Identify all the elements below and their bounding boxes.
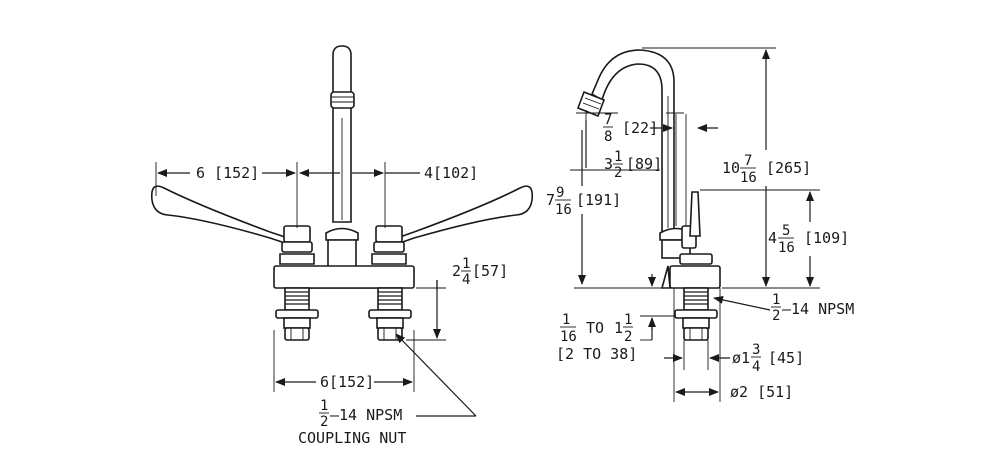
lever-height-num: 5	[782, 223, 790, 239]
front-deck-plate	[273, 265, 415, 289]
lever-height-metric: [109]	[804, 229, 849, 247]
shank-height-num: 1	[462, 256, 470, 272]
dim-overall-height: 10 7 16 [265]	[642, 47, 811, 287]
deck-thickness-whole-b: 1	[614, 319, 623, 337]
dim-deck-thickness: 1 16 TO 1 1 2 [2 TO 38]	[556, 274, 676, 363]
dim-diameter-shank: ø1 3 4 [45]	[664, 340, 804, 375]
spout-height-whole: 3	[604, 155, 613, 173]
side-body	[659, 191, 721, 289]
deck-thickness-den-b: 2	[624, 329, 632, 345]
side-npsm-num: 1	[772, 292, 780, 308]
total-height-den: 16	[555, 202, 572, 218]
handle-span-label: 6 [152]	[196, 164, 259, 182]
side-gooseneck-spout	[576, 49, 675, 233]
side-npsm-den: 2	[772, 308, 780, 324]
reach-den: 8	[604, 129, 612, 145]
total-height-num: 9	[556, 185, 564, 201]
centers-label: 6[152]	[320, 373, 374, 391]
coupling-nut-num: 1	[320, 398, 328, 414]
dim-spout-height: 3 1 2 [89]	[570, 110, 687, 226]
dim-diameter-base: ø2 [51]	[673, 288, 793, 402]
dim-centers: 6[152]	[273, 330, 415, 392]
side-npsm-thread: –14 NPSM	[782, 300, 854, 318]
deck-thickness-metric: [2 TO 38]	[556, 345, 637, 363]
dim-lever-height: 4 5 16 [109]	[700, 189, 849, 289]
spout-height-metric: [89]	[626, 155, 662, 173]
front-right-handle	[371, 185, 534, 265]
overall-height-num: 7	[744, 153, 752, 169]
callout-side-npsm: 1 2 –14 NPSM	[713, 292, 854, 324]
reach-metric: [22]	[622, 119, 658, 137]
overall-height-whole: 10	[722, 159, 740, 177]
shank-height-metric: [57]	[472, 262, 508, 280]
dim-shank-height: 2 1 4 [57]	[406, 256, 508, 341]
front-right-shank	[368, 287, 412, 341]
diameter-shank-num: 3	[752, 342, 760, 358]
diameter-shank-prefix: ø1	[732, 349, 750, 367]
reach-num: 7	[604, 112, 612, 128]
coupling-nut-thread: –14 NPSM	[330, 406, 402, 424]
dim-total-height: 7 9 16 [191]	[546, 130, 662, 289]
diameter-shank-den: 4	[752, 359, 760, 375]
dim-spout-offset: 4[102]	[299, 162, 478, 228]
deck-thickness-num-a: 1	[562, 312, 570, 328]
coupling-nut-label: COUPLING NUT	[298, 429, 406, 447]
side-shank	[674, 287, 718, 341]
spout-height-den: 2	[614, 165, 622, 181]
dim-handle-span: 6 [152]	[155, 162, 298, 228]
front-view: 6 [152] 4[102] 2 1 4 [57] 6[	[150, 45, 534, 447]
front-spout	[330, 45, 355, 223]
total-height-metric: [191]	[576, 191, 621, 209]
shank-height-whole: 2	[452, 262, 461, 280]
overall-height-metric: [265]	[766, 159, 811, 177]
diameter-shank-metric: [45]	[768, 349, 804, 367]
overall-height-den: 16	[740, 170, 757, 186]
spout-offset-label: 4[102]	[424, 164, 478, 182]
spout-height-num: 1	[614, 149, 622, 165]
front-left-handle	[150, 185, 315, 265]
deck-thickness-num-b: 1	[624, 312, 632, 328]
coupling-nut-den: 2	[320, 414, 328, 430]
shank-height-den: 4	[462, 272, 470, 288]
lever-height-den: 16	[778, 240, 795, 256]
diameter-base-label: ø2 [51]	[730, 383, 793, 401]
deck-thickness-to: TO	[586, 319, 604, 337]
dim-spout-reach: 7 8 [22]	[576, 112, 718, 145]
lever-height-whole: 4	[768, 229, 777, 247]
callout-coupling-nut: 1 2 –14 NPSM COUPLING NUT	[298, 333, 477, 447]
front-left-shank	[275, 287, 319, 341]
total-height-whole: 7	[546, 191, 555, 209]
side-view: 7 8 [22] 3 1 2 [89] 10 7	[546, 47, 854, 402]
deck-thickness-den-a: 16	[560, 329, 577, 345]
